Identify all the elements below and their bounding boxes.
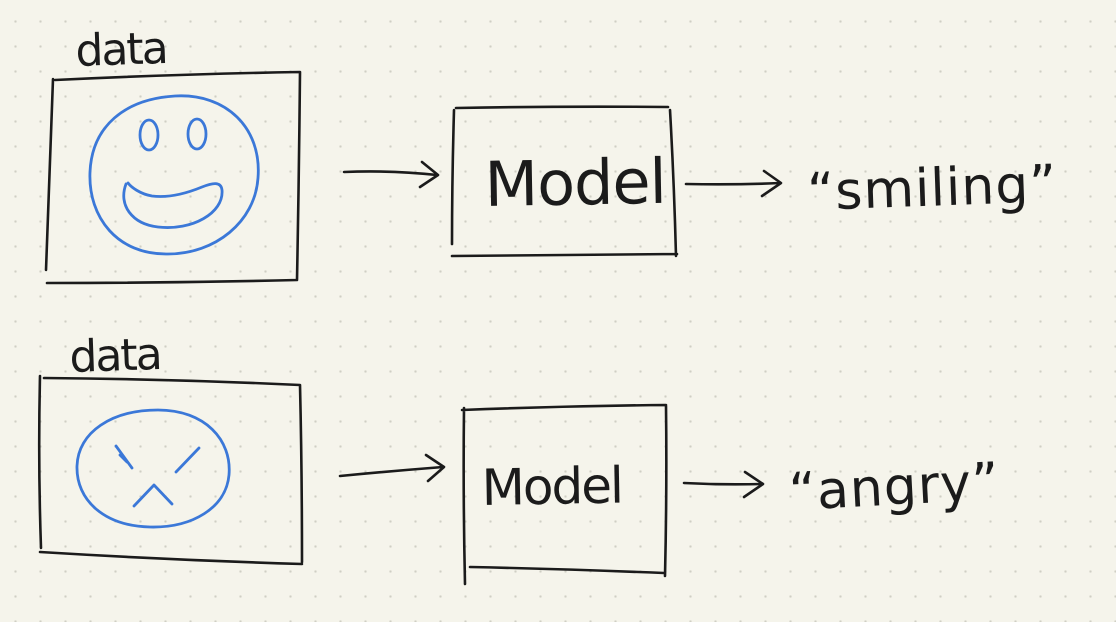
- row-2-model-label: Model: [481, 457, 622, 517]
- row-1: data Model “smiling”: [44, 23, 1058, 285]
- row-1-arrow-to-output: [684, 169, 783, 198]
- row-1-output-label: “smiling”: [806, 154, 1058, 223]
- row-1-model-label: Model: [484, 145, 666, 221]
- row-2-data-label: data: [69, 329, 162, 383]
- row-2: data Model “angry”: [37, 329, 1002, 586]
- row-1-data-frame: [44, 70, 302, 285]
- smiling-face-icon: [88, 94, 260, 256]
- row-2-data-frame: [37, 374, 304, 566]
- row-2-arrow-to-output: [682, 470, 765, 499]
- angry-face-icon: [75, 408, 231, 529]
- row-2-arrow-to-model: [338, 453, 446, 483]
- row-1-arrow-to-model: [342, 160, 440, 189]
- row-2-output-label: “angry”: [788, 452, 1002, 523]
- row-2-model-box: [460, 403, 668, 586]
- row-1-data-label: data: [75, 23, 168, 77]
- row-1-model-box: [450, 105, 679, 258]
